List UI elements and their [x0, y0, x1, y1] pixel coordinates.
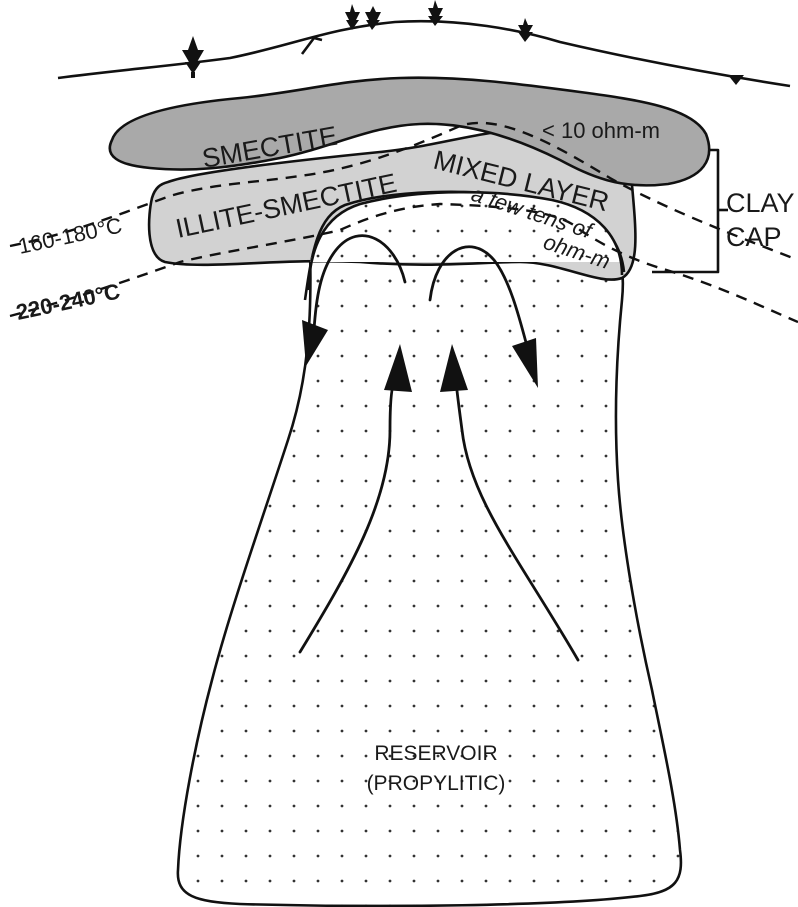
tree-icon	[182, 36, 204, 78]
tree-icon	[728, 75, 744, 85]
clay-cap-label-line1: CLAY	[726, 188, 795, 218]
isotherm-upper-label: 160-180°C	[16, 212, 124, 258]
clay-cap-label-line2: CAP	[726, 222, 782, 252]
tree-icon	[518, 18, 533, 42]
smectite-resistivity-label: < 10 ohm-m	[542, 118, 660, 143]
reservoir-label-line2: (PROPYLITIC)	[367, 772, 506, 795]
isotherm-lower-label: 220-240°C	[14, 278, 122, 324]
ground-surface	[58, 21, 790, 86]
reservoir-label-line1: RESERVOIR	[374, 742, 497, 765]
